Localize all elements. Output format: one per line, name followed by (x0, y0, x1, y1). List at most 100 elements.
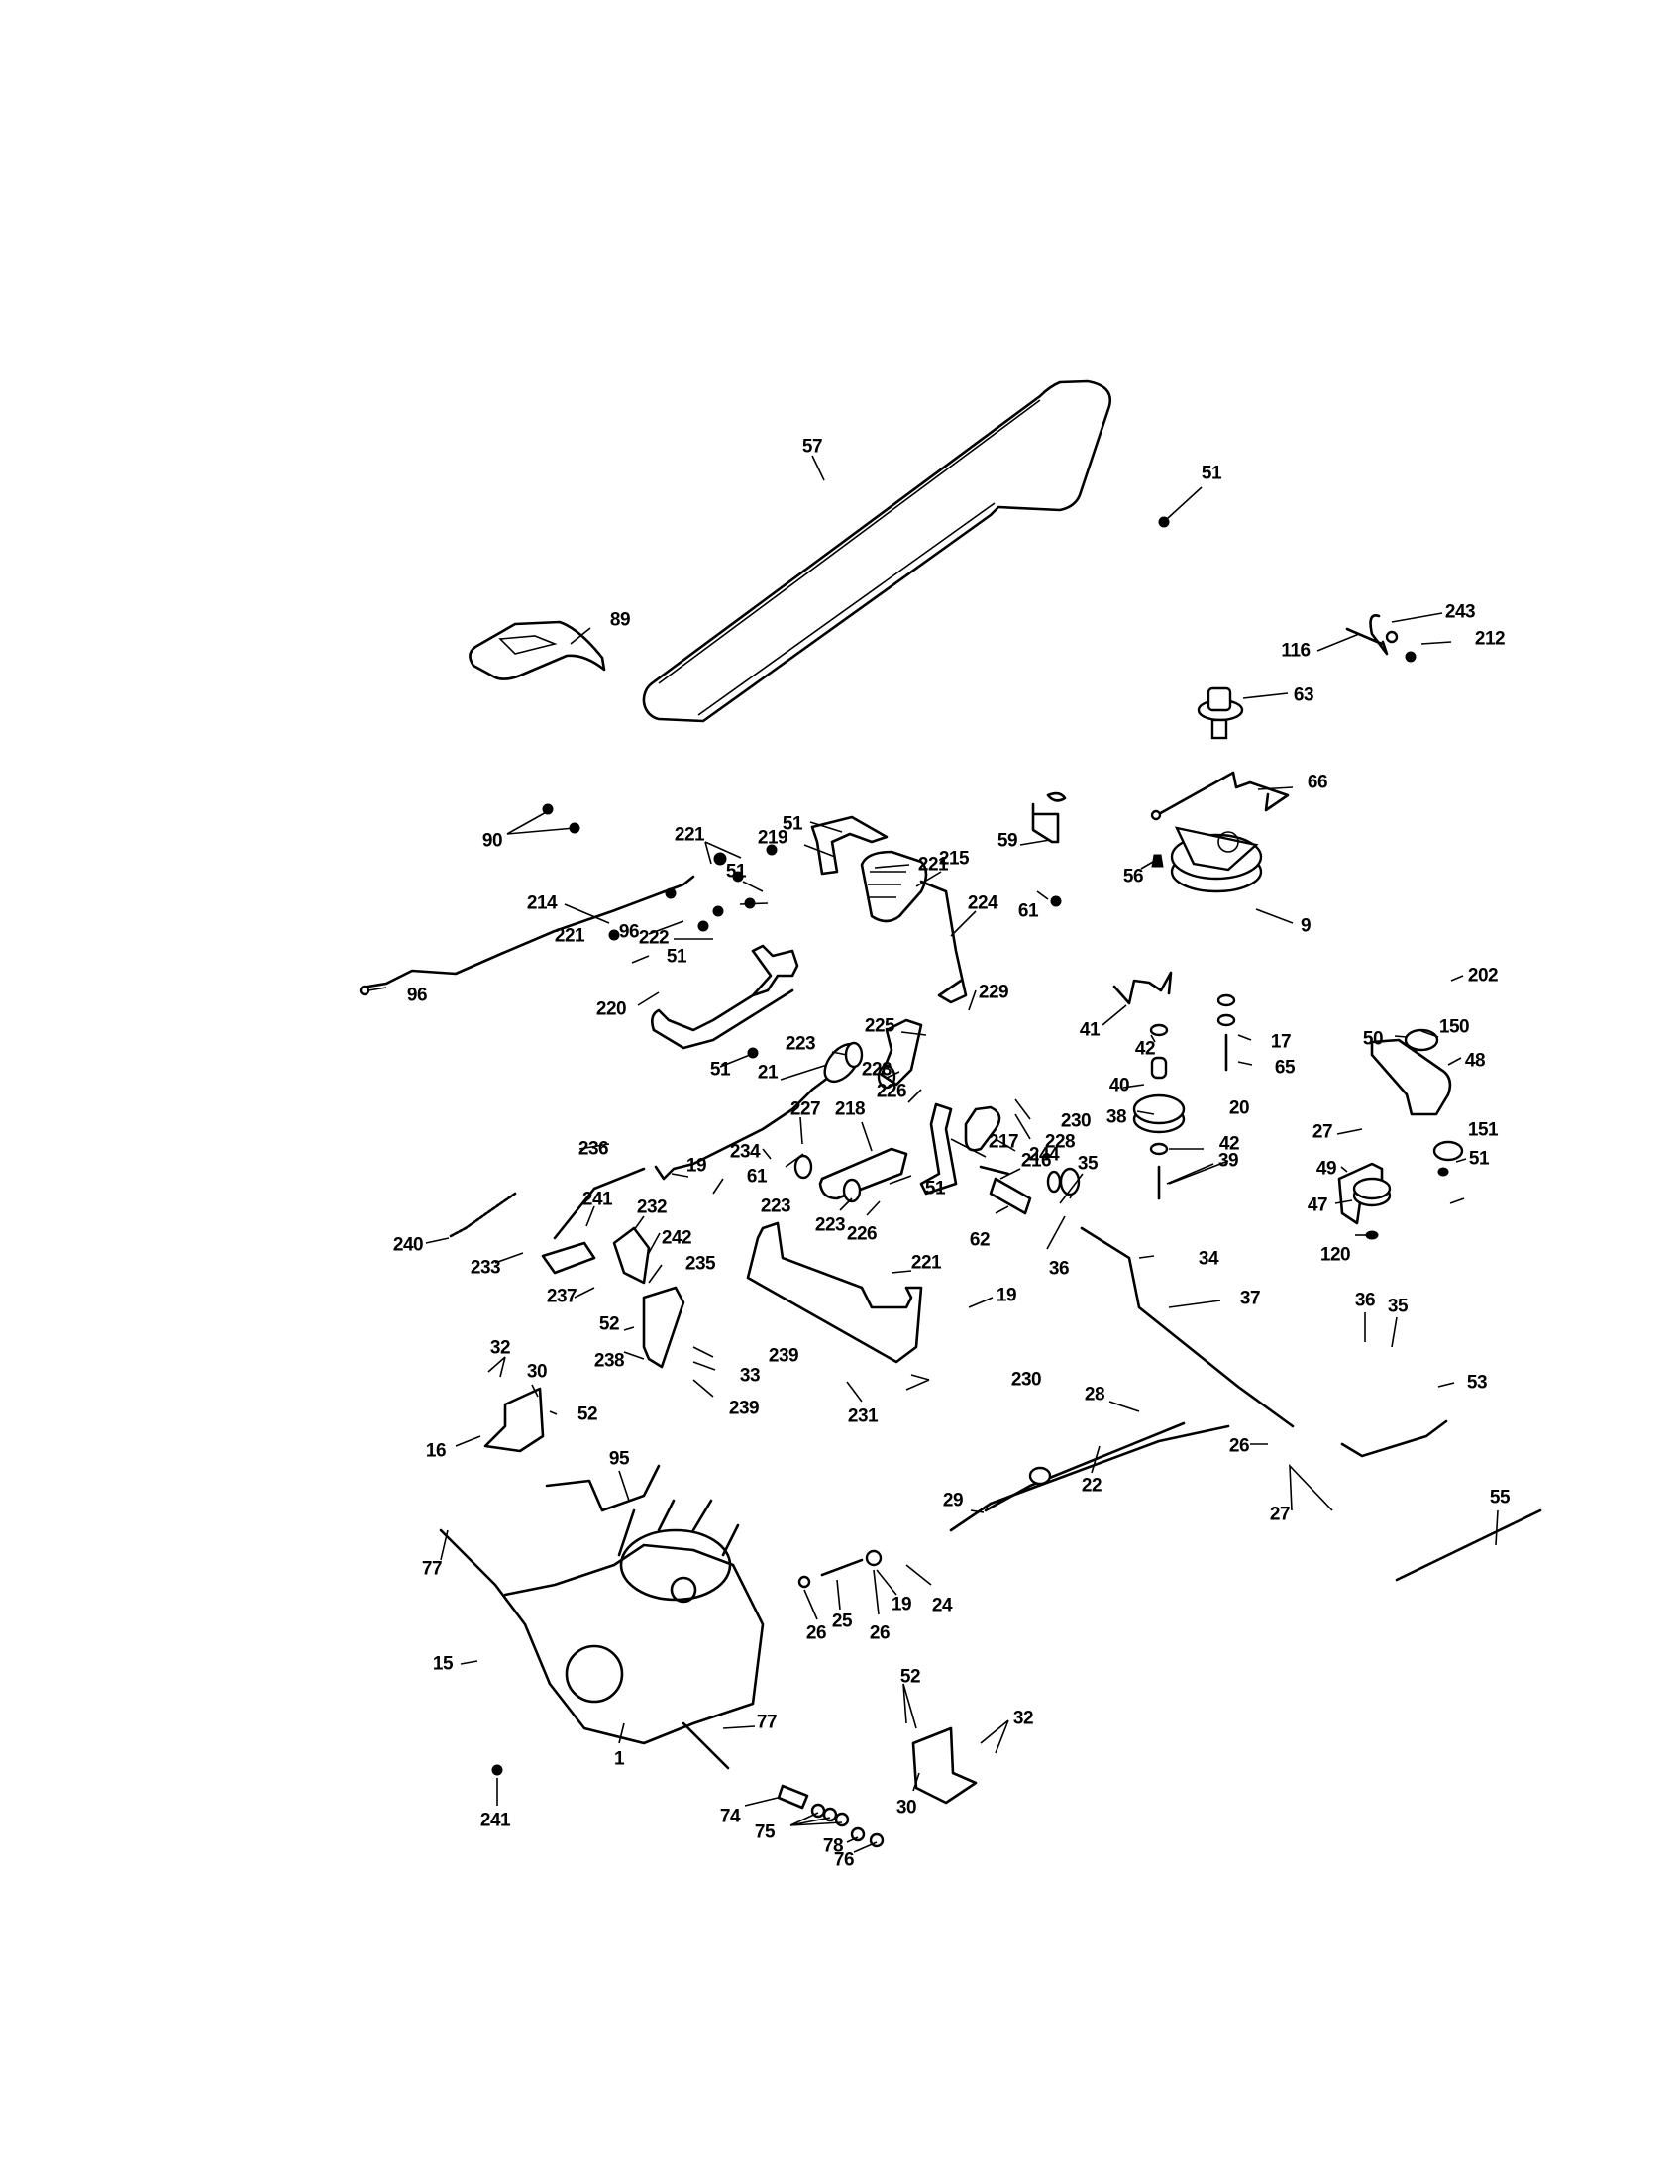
transaxle (439, 1499, 765, 1770)
callout-224: 224 (967, 892, 998, 914)
washer (1432, 1140, 1464, 1162)
callout-50: 50 (1362, 1028, 1384, 1050)
callout-239: 239 (728, 1398, 760, 1419)
callout-230: 230 (1010, 1369, 1042, 1391)
callout-30: 30 (526, 1361, 548, 1383)
callout-59: 59 (997, 830, 1018, 852)
callout-52: 52 (899, 1666, 921, 1688)
callout-52: 52 (598, 1313, 620, 1335)
callout-234: 234 (729, 1141, 761, 1163)
callout-221: 221 (917, 854, 949, 876)
callout-33: 33 (739, 1365, 761, 1387)
callout-42: 42 (1134, 1038, 1156, 1060)
callout-150: 150 (1438, 1016, 1470, 1038)
callout-229: 229 (978, 982, 1009, 1003)
callout-96: 96 (618, 921, 640, 943)
callout-233: 233 (470, 1257, 501, 1279)
lower-bracket (746, 1221, 923, 1364)
callout-239: 239 (768, 1345, 799, 1367)
callout-29: 29 (942, 1490, 964, 1511)
callout-39: 39 (1217, 1150, 1239, 1172)
callout-35: 35 (1387, 1296, 1409, 1317)
callout-95: 95 (608, 1448, 630, 1470)
callout-226: 226 (846, 1223, 878, 1245)
callout-75: 75 (754, 1821, 776, 1843)
callout-63: 63 (1293, 684, 1314, 706)
callout-19: 19 (685, 1155, 707, 1177)
callout-66: 66 (1307, 772, 1328, 793)
callout-222: 222 (638, 927, 670, 949)
callout-74: 74 (719, 1806, 741, 1827)
callout-151: 151 (1467, 1119, 1499, 1141)
callout-30: 30 (895, 1797, 917, 1819)
callout-36: 36 (1048, 1258, 1070, 1280)
callout-28: 28 (1084, 1384, 1105, 1405)
callout-221: 221 (554, 925, 585, 947)
callout-26: 26 (805, 1622, 827, 1644)
callout-220: 220 (595, 998, 627, 1020)
callout-120: 120 (1319, 1244, 1351, 1266)
callout-237: 237 (546, 1286, 578, 1307)
callout-215: 215 (938, 848, 970, 870)
callout-221: 221 (910, 1252, 942, 1274)
belt-guard (469, 620, 606, 680)
spring-bracket (1112, 971, 1173, 1005)
callout-76: 76 (833, 1849, 855, 1871)
callout-51: 51 (666, 946, 687, 968)
callout-223: 223 (785, 1033, 816, 1055)
callout-241: 241 (581, 1189, 613, 1210)
callout-24: 24 (931, 1595, 953, 1616)
linkage-bracket (541, 1226, 651, 1285)
callout-32: 32 (489, 1337, 511, 1359)
pivot-bracket (880, 1018, 923, 1087)
drive-belt (642, 379, 1112, 723)
callout-78: 78 (822, 1835, 844, 1857)
callout-212: 212 (1474, 628, 1506, 650)
idler-pulley (1337, 1162, 1449, 1240)
callout-51: 51 (782, 813, 803, 835)
callout-228: 228 (1044, 1131, 1076, 1153)
callout-53: 53 (1466, 1372, 1488, 1394)
callout-219: 219 (757, 827, 788, 849)
washer (1404, 1028, 1439, 1052)
callout-41: 41 (1079, 1019, 1101, 1041)
callout-51: 51 (1201, 463, 1222, 484)
callout-218: 218 (834, 1098, 866, 1120)
callout-38: 38 (1105, 1106, 1127, 1128)
callout-225: 225 (864, 1015, 895, 1037)
callout-65: 65 (1274, 1057, 1296, 1079)
callout-238: 238 (593, 1350, 625, 1372)
callout-25: 25 (831, 1611, 853, 1632)
callout-214: 214 (526, 892, 558, 914)
callout-226: 226 (876, 1081, 907, 1102)
callout-90: 90 (481, 830, 503, 852)
callout-32: 32 (1012, 1708, 1034, 1729)
pedal-pad-small (964, 1105, 1001, 1152)
callout-235: 235 (684, 1253, 716, 1275)
callout-232: 232 (636, 1196, 668, 1218)
washer (842, 1178, 862, 1203)
callout-15: 15 (432, 1653, 454, 1675)
callout-40: 40 (1108, 1075, 1130, 1096)
callout-34: 34 (1198, 1248, 1219, 1270)
electric-clutch (1170, 826, 1263, 893)
callout-51: 51 (924, 1178, 946, 1199)
shift-rod (545, 1464, 661, 1512)
callout-56: 56 (1122, 866, 1144, 887)
callout-231: 231 (847, 1405, 879, 1427)
callout-241: 241 (479, 1810, 511, 1831)
callout-57: 57 (801, 436, 823, 458)
callout-36: 36 (1354, 1290, 1376, 1311)
callout-96: 96 (406, 985, 428, 1006)
callout-35: 35 (1077, 1153, 1099, 1175)
axle-spacers (777, 1784, 885, 1848)
callout-26: 26 (869, 1622, 891, 1644)
callout-51: 51 (709, 1059, 731, 1081)
cross-shaft (1080, 1226, 1295, 1428)
callout-37: 37 (1239, 1288, 1261, 1309)
callout-52: 52 (577, 1404, 598, 1425)
callout-62: 62 (969, 1229, 991, 1251)
pedal-arm (919, 1102, 958, 1196)
